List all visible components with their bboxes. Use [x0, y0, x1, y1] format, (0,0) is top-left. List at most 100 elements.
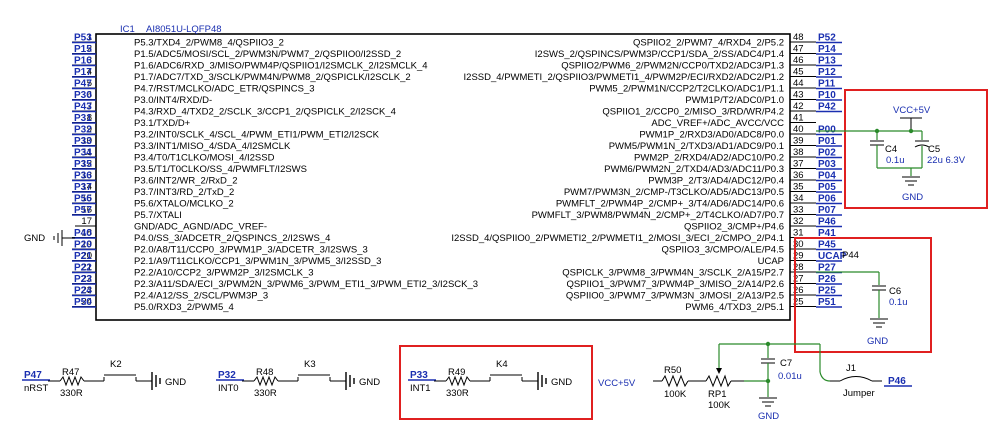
ic-body — [95, 33, 791, 321]
left-net-label: P32 — [74, 125, 92, 136]
left-pin-num: 7 — [87, 101, 92, 112]
left-pin-num: 12 — [81, 159, 92, 170]
left-net-label: P24 — [74, 286, 92, 297]
right-net-label: P27 — [818, 263, 836, 274]
right-pin-num: 39 — [793, 136, 804, 147]
left-pin-num: 20 — [81, 251, 92, 262]
left-pin-name: P5.3/TXD4_2/PWM8_4/QSPIIO3_2 — [134, 38, 284, 49]
right-pin-name: PWM3P_2/T3/AD4/ADC12/P0.4 — [648, 176, 784, 187]
p44-label: P44 — [842, 250, 859, 261]
right-pin-num: 32 — [793, 216, 804, 227]
power-gnd-label: GND — [902, 192, 923, 203]
right-pin-name: QSPIIO2_2/PWM7_4/RXD4_2/P5.2 — [633, 38, 784, 49]
left-pin-num: 11 — [82, 147, 92, 158]
button-net-label: P33 — [410, 370, 428, 381]
c5-ref: C5 — [928, 144, 940, 155]
right-pin-num: 27 — [793, 274, 804, 285]
resistor-val: 330R — [446, 388, 469, 399]
right-pin-num: 44 — [793, 78, 804, 89]
left-pin-name: P3.7/INT3/RD_2/TxD_2 — [134, 187, 234, 198]
resistor-ref: R49 — [448, 367, 465, 378]
r50-val: 100K — [664, 389, 687, 400]
highlight-int1 — [399, 345, 593, 420]
resistor-ref: R48 — [256, 367, 273, 378]
left-pin-name: P2.4/A12/SS_2/SCL/PWM3P_3 — [134, 291, 268, 302]
switch-ref: K4 — [496, 359, 508, 370]
r50-ref: R50 — [664, 365, 681, 376]
right-pin-name: PWM5/PWM1N_2/TXD3/AD1/ADC9/P0.1 — [609, 141, 784, 152]
right-pin-name: PWM2P_2/RXD4/AD2/ADC10/P0.2 — [634, 153, 784, 164]
right-net-label: P07 — [818, 205, 836, 216]
adc-net-p46: P46 — [888, 376, 906, 387]
left-pin-name: P5.0/RXD3_2/PWM5_4 — [134, 302, 234, 313]
adc-vcc-label: VCC+5V — [598, 378, 636, 389]
right-pin-name: QSPIIO1_2/CCP0_2/MISO_3/RD/WR/P4.2 — [602, 107, 784, 118]
right-net-label: P06 — [818, 194, 836, 205]
right-net-label: P52 — [818, 33, 836, 44]
left-pin-num: 5 — [87, 78, 92, 89]
right-pin-name: PWM6_4/TXD3_2/P5.1 — [685, 302, 784, 313]
right-net-label: P45 — [818, 240, 836, 251]
left-pin-name: P5.6/XTALO/MCLKO_2 — [134, 199, 234, 210]
right-pin-name: PWM1P/T2/ADC0/P1.0 — [685, 95, 784, 106]
right-net-label: P14 — [818, 44, 836, 55]
highlight-power — [844, 89, 988, 209]
j1-val: Jumper — [843, 388, 875, 399]
ic-ref: IC1 — [120, 24, 135, 35]
right-net-label: P41 — [818, 228, 836, 239]
right-net-label: P12 — [818, 67, 836, 78]
left-pin-num: 19 — [81, 239, 92, 250]
right-net-label: P46 — [818, 217, 836, 228]
left-net-label: P17 — [74, 67, 92, 78]
right-pin-name: I2SSD_4/QSPIIO0_2/PWMETI2_2/PWMETI1_2/MO… — [451, 233, 784, 244]
left-net-label: P20 — [74, 240, 92, 251]
ic-part: AI8051U-LQFP48 — [146, 24, 222, 35]
left-pin-name: P4.0/SS_3/ADCETR_2/QSPINCS_2/I2SWS_4 — [134, 233, 330, 244]
highlight-ucap — [794, 237, 932, 353]
left-pin-name: P2.3/A11/SDA/ECI_3/PWM2N_3/PWM6_3/PWM_ET… — [134, 279, 478, 290]
left-pin-num: 13 — [81, 170, 92, 181]
right-pin-num: 38 — [793, 147, 804, 158]
left-net-label: P31 — [74, 113, 92, 124]
c7-val: 0.01u — [778, 371, 802, 382]
left-pin-name: P1.7/ADC7/TXD_3/SCLK/PWM4N/PWM8_2/QSPICL… — [134, 72, 411, 83]
ucap-block: P44 C6 0.1u GND — [794, 237, 932, 353]
right-pin-name: QSPIIO0_3/PWM7_3/PWM3N_3/MOSI_2/A13/P2.5 — [566, 291, 784, 302]
left-pin-name: P3.2/INT0/SCLK_4/SCL_4/PWM_ETI1/PWM_ETI2… — [134, 130, 380, 141]
left-pin-num: 22 — [81, 274, 92, 285]
right-net-label: P01 — [818, 136, 836, 147]
right-pin-num: 29 — [793, 251, 804, 262]
left-pin-num: 17 — [81, 216, 92, 227]
left-pin-num: 21 — [81, 262, 92, 273]
switch-ref: K2 — [110, 359, 122, 370]
ucap-gnd-label: GND — [867, 336, 888, 347]
button-gnd-label: GND — [551, 377, 572, 388]
right-pin-num: 43 — [793, 90, 804, 101]
resistor-val: 330R — [60, 388, 83, 399]
rp1-ref: RP1 — [708, 389, 726, 400]
button-row: P47nRSTR47330RK2GNDP32INT0R48330RK3GNDP3… — [22, 345, 593, 420]
right-pin-num: 37 — [793, 159, 804, 170]
right-pin-name: PWMFLT_2/PWM4P_2/CMP+_3/T4/AD6/ADC14/P0.… — [556, 199, 784, 210]
right-pin-name: PWMFLT_3/PWM8/PWM4N_2/CMP+_2/T4CLKO/AD7/… — [532, 210, 784, 221]
left-net-label: P16 — [74, 56, 92, 67]
right-pin-name: UCAP — [758, 256, 784, 267]
left-pin-name: P3.4/T0/T1CLKO/MOSI_4/I2SSD — [134, 153, 275, 164]
right-pin-name: PWM5_2/PWM1N/CCP2/T2CLKO/ADC1/P1.1 — [589, 84, 784, 95]
ic-gnd-symbol: GND — [24, 230, 75, 246]
button-net-label: P47 — [24, 370, 42, 381]
right-pin-num: 41 — [793, 113, 804, 124]
right-net-label: P03 — [818, 159, 836, 170]
right-pin-num: 48 — [793, 32, 804, 43]
right-pin-num: 30 — [793, 239, 804, 250]
right-pin-num: 25 — [793, 297, 804, 308]
right-pin-num: 26 — [793, 285, 804, 296]
left-pin-num: 9 — [87, 124, 92, 135]
adc-pot-block: VCC+5V R50 100K RP1 100K C7 0.01u GND J1… — [598, 341, 912, 422]
left-pin-name: P3.6/INT2/WR_2/RxD_2 — [134, 176, 237, 187]
left-pin-num: 15 — [81, 193, 92, 204]
right-pin-name: I2SSD_4/PWMETI_2/QSPIIO3/PWMETI1_4/PWM2P… — [464, 72, 784, 83]
left-pin-name: P3.5/T1/T0CLKO/SS_4/PWMFLT/I2SWS — [134, 164, 307, 175]
button-net-sub: INT1 — [410, 383, 431, 394]
